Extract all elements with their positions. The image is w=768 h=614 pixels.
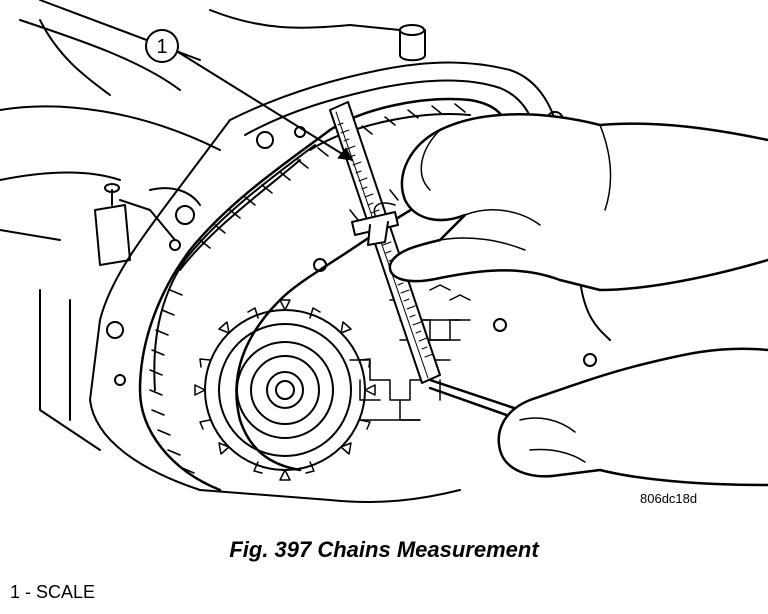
upper-hand	[373, 113, 768, 292]
measuring-scale	[329, 101, 441, 384]
housing-background	[0, 0, 401, 451]
legend-item: 1 - SCALE	[10, 582, 96, 602]
callout-1	[145, 29, 353, 161]
chain-measurement-illustration: 1	[0, 0, 768, 503]
figure-code: 806dc18d	[640, 491, 698, 506]
drive-sprocket	[194, 299, 376, 481]
legend: 1 - SCALE	[10, 582, 95, 603]
figure-caption: Fig. 397 Chains Measurement	[229, 537, 539, 562]
callout-number: 1	[156, 36, 167, 58]
lower-hand	[428, 347, 768, 487]
